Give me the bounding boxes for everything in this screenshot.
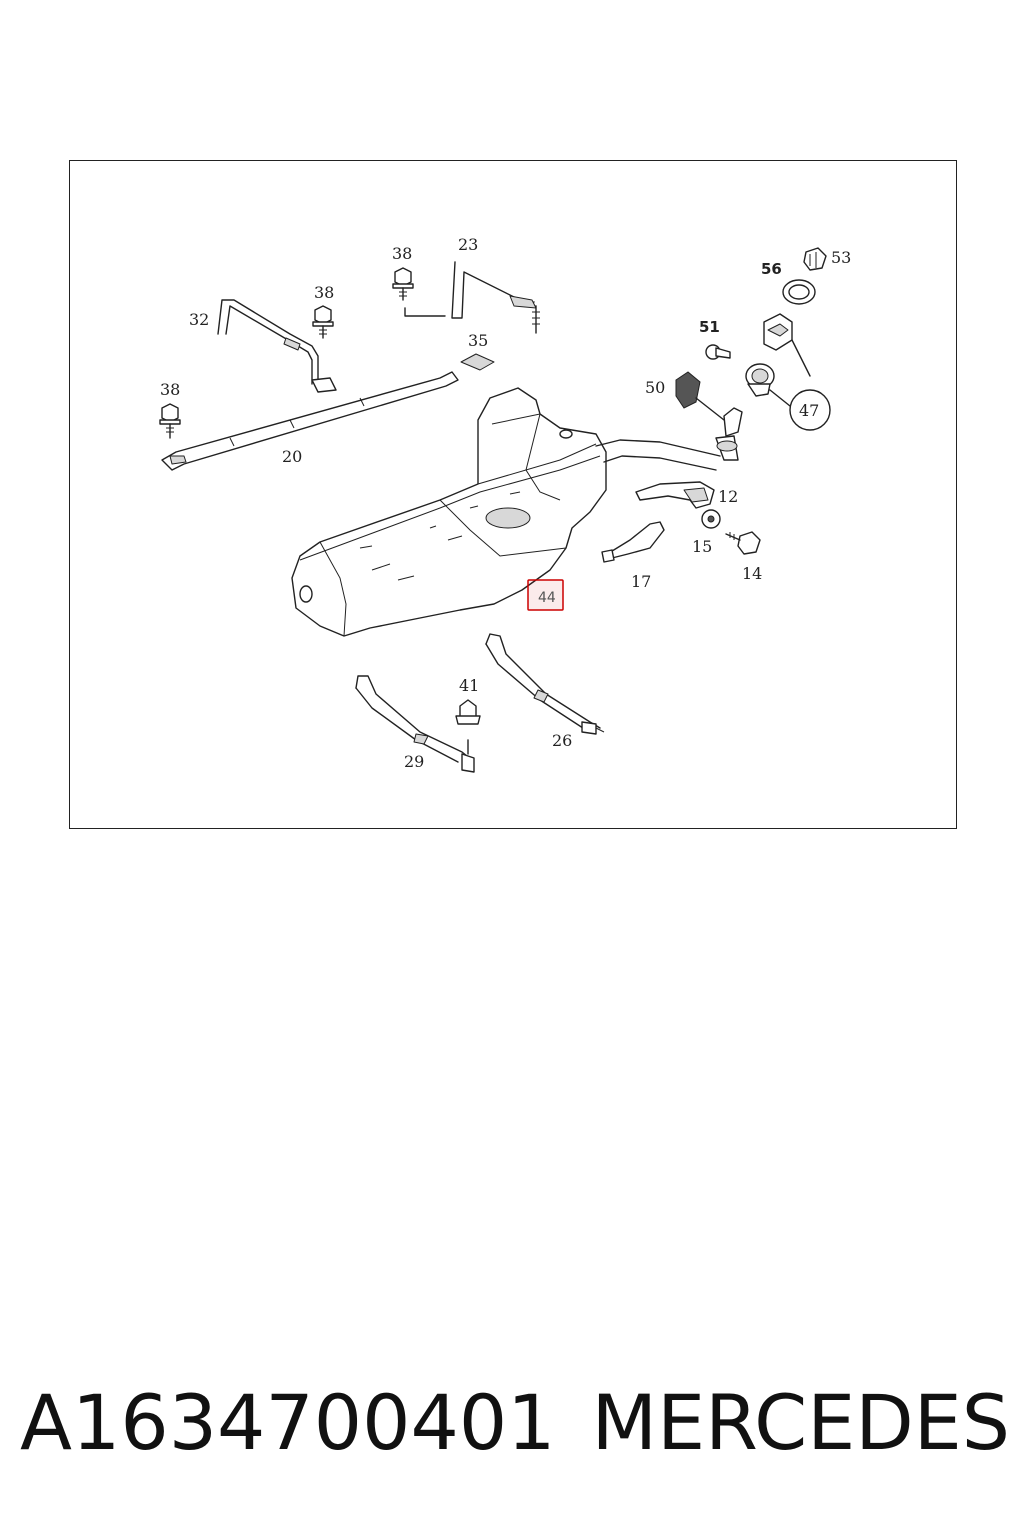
strap-23 [404,261,540,334]
strap-26 [485,633,605,735]
callout-20: 20 [282,447,302,466]
callout-26: 26 [552,731,572,750]
callout-47: 47 [799,401,819,420]
callout-38-mid: 38 [314,283,334,302]
bracket-12 [635,481,715,509]
callout-12: 12 [718,487,738,506]
callout-35: 35 [468,331,488,350]
bolt-38-top [392,267,414,301]
callout-51: 51 [699,318,720,336]
cable-tie-17 [601,521,665,563]
screw-51 [705,344,731,360]
seal-56 [782,279,816,305]
callout-17: 17 [631,572,651,591]
bolt-38-left [159,403,181,439]
callout-41: 41 [459,676,479,695]
callout-23: 23 [458,235,478,254]
strap-32 [217,299,337,393]
brand-name: MERCEDES [591,1377,1010,1467]
washer-15 [701,509,721,529]
nut-41 [455,699,481,725]
strap-20 [161,371,459,471]
callout-50: 50 [645,378,665,397]
callout-38-top: 38 [392,244,412,263]
pad-35 [460,353,495,371]
callout-44: 44 [538,590,556,606]
callout-14: 14 [742,564,762,583]
callout-38-left: 38 [160,380,180,399]
filler-pipe [595,407,743,471]
strap-29 [355,675,475,773]
bolt-14 [725,531,761,555]
bolt-38-mid [312,305,334,339]
callout-53: 53 [831,248,851,267]
part-caption: A1634700401 MERCEDES [20,1372,1010,1472]
callout-56: 56 [761,260,782,278]
callout-15: 15 [692,537,712,556]
filler-neck-47 [745,313,831,431]
part-50 [675,371,725,421]
part-number: A1634700401 [20,1377,556,1467]
cap-53 [803,247,827,271]
highlight-box-44 [527,579,564,611]
fuel-tank-44 [291,387,607,637]
callout-32: 32 [189,310,209,329]
callout-29: 29 [404,752,424,771]
